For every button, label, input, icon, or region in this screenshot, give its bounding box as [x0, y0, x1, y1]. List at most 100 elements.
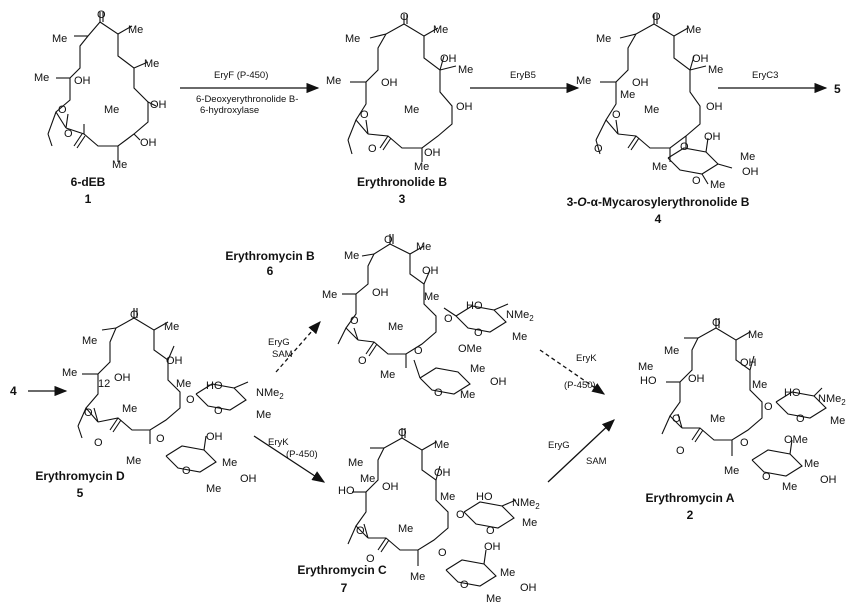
glycosidic-oxygen: O: [156, 433, 165, 445]
macrolactone-skeleton: [661, 318, 763, 456]
methyl-label: Me: [404, 104, 419, 116]
hydroxyl-label: OH: [424, 147, 441, 159]
compound-6-deb: O Me Me Me OH Me OH O Me O OH Me 6-dEB 1: [34, 9, 167, 206]
ketone-oxygen: O: [130, 309, 139, 321]
reaction-arrow: [547, 419, 615, 483]
carbonyl-oxygen: O: [358, 355, 367, 367]
methyl-label: Me: [345, 33, 360, 45]
enzyme-label: EryG: [268, 337, 290, 348]
ketone-oxygen: O: [712, 317, 721, 329]
ring-oxygen: O: [360, 109, 369, 121]
methyl-label: Me: [380, 369, 395, 381]
enzyme-label: EryK: [576, 353, 597, 364]
cofactor-label: SAM: [586, 456, 607, 467]
methyl-label: Me: [322, 289, 337, 301]
compound-erythromycin-b: Erythromycin B 6 O Me Me: [225, 234, 534, 401]
hydroxyl-label: OH: [520, 582, 537, 594]
glycosidic-oxygen: O: [456, 509, 465, 521]
carbonyl-oxygen: O: [368, 143, 377, 155]
compound-number: 6: [267, 264, 274, 278]
macrolactone-skeleton: [347, 14, 457, 162]
methyl-label: Me: [122, 403, 137, 415]
step-eryk-bottom: EryK (P-450): [253, 435, 326, 483]
hydroxyl-label: OH: [372, 287, 389, 299]
methyl-label: Me: [596, 33, 611, 45]
methyl-label: Me: [710, 413, 725, 425]
compound-erythromycin-c: O Me Me HO Me OH OH Me O HO NMe2 Me O Me…: [297, 427, 540, 605]
carbonyl-oxygen: O: [366, 553, 375, 565]
ketone-oxygen: O: [400, 11, 409, 23]
compound-mycarosylerythronolide-b: O Me Me Me OH OH Me OH Me O Me Me O O Me…: [567, 11, 759, 226]
methyl-label: Me: [388, 321, 403, 333]
methyl-label: Me: [638, 361, 653, 373]
glycosidic-oxygen: O: [186, 394, 195, 406]
reaction-arrow: [539, 349, 606, 395]
hydroxyl-label: OH: [382, 481, 399, 493]
step-eryg-top: EryG SAM: [268, 321, 321, 373]
cladinose-sugar: [751, 439, 803, 477]
step-eryg-bottom: EryG SAM: [547, 419, 615, 483]
cofactor-label: (P-450): [286, 449, 318, 460]
methyl-label: Me: [740, 151, 755, 163]
macrolactone-skeleton: [595, 14, 707, 162]
carbonyl-oxygen: O: [676, 445, 685, 457]
hydroxyl-label: HO: [466, 300, 483, 312]
methyl-label: Me: [424, 291, 439, 303]
methyl-label: Me: [164, 321, 179, 333]
compound-name: Erythromycin B: [225, 249, 315, 263]
glycosidic-oxygen: O: [444, 313, 453, 325]
glycosidic-oxygen: O: [764, 401, 773, 413]
methyl-label: Me: [440, 491, 455, 503]
hydroxyl-label: OH: [240, 473, 257, 485]
ketone-oxygen: O: [384, 234, 393, 246]
methyl-label: Me: [398, 523, 413, 535]
macrolactone-skeleton: [347, 428, 449, 566]
macrolactone-skeleton: [337, 234, 437, 368]
macrolactone-skeleton: [47, 12, 157, 162]
mycarose-sugar: [165, 435, 217, 473]
step-input-4: 4: [10, 384, 68, 398]
step-eryc3: EryC3 5: [718, 70, 841, 96]
step-eryf: EryF (P-450) 6-Deoxyerythronolide B- 6-h…: [180, 70, 320, 116]
enzyme-description: 6-Deoxyerythronolide B-: [196, 94, 298, 105]
ring-oxygen: O: [356, 525, 365, 537]
hydroxyl-label: OH: [484, 541, 501, 553]
methyl-label: Me: [104, 104, 119, 116]
dimethylamino-label: NMe2: [818, 393, 846, 407]
enzyme-label: EryG: [548, 440, 570, 451]
methyl-label: Me: [416, 241, 431, 253]
compound-number: 7: [341, 581, 348, 595]
compound-name: Erythromycin C: [297, 563, 387, 577]
methyl-label: Me: [176, 378, 191, 390]
reaction-arrow: [253, 435, 326, 483]
sugar-ring-oxygen: O: [434, 387, 443, 399]
methyl-label: Me: [664, 345, 679, 357]
desosamine-sugar: [463, 499, 517, 529]
methyl-label: Me: [144, 58, 159, 70]
cofactor-label: (P-450): [564, 380, 596, 391]
sugar-ring-oxygen: O: [486, 525, 495, 537]
methoxy-label: OMe: [784, 434, 808, 446]
methyl-label: Me: [256, 409, 271, 421]
hydroxyl-label: OH: [434, 467, 451, 479]
sugar-ring-oxygen: O: [474, 327, 483, 339]
methyl-label: Me: [724, 465, 739, 477]
hydroxyl-label: HO: [338, 485, 355, 497]
dimethylamino-label: NMe2: [512, 497, 540, 511]
desosamine-sugar: [775, 387, 827, 419]
compound-number: 2: [687, 508, 694, 522]
compound-name: Erythromycin A: [646, 491, 735, 505]
carbonyl-oxygen: O: [594, 143, 603, 155]
methyl-label: Me: [82, 335, 97, 347]
hydroxyl-label: OH: [692, 53, 709, 65]
compound-name: 6-dEB: [71, 175, 106, 189]
methyl-label: Me: [206, 483, 221, 495]
hydroxyl-label: OH: [740, 357, 757, 369]
hydroxyl-label: OH: [632, 77, 649, 89]
start-compound-number: 4: [10, 384, 17, 398]
methyl-label: Me: [458, 64, 473, 76]
mycarose-sugar: [667, 137, 733, 185]
hydroxyl-label: HO: [640, 375, 657, 387]
